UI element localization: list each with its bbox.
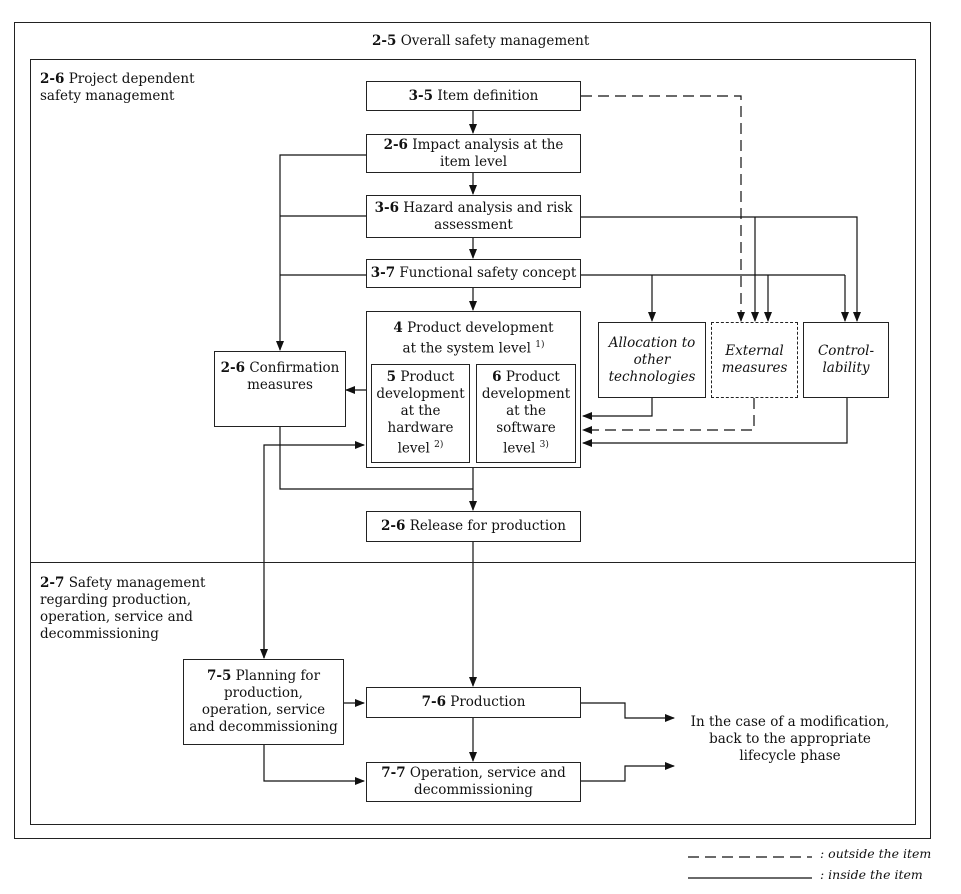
- controllability-box: Control- lability: [803, 322, 889, 398]
- production-section-title: 2-7 Safety management regarding producti…: [40, 575, 206, 642]
- hardware-development-box: 5 Product development at the hardware le…: [371, 364, 470, 463]
- overall-frame: [14, 22, 931, 839]
- legend-inside-item: : inside the item: [820, 867, 923, 882]
- allocation-other-technologies-box: Allocation to other technologies: [598, 322, 706, 398]
- external-measures-box: External measures: [711, 322, 798, 398]
- arrow-production-to-note: [581, 702, 675, 722]
- legend-outside-item: : outside the item: [820, 846, 932, 861]
- modification-note: In the case of a modification, back to t…: [690, 714, 890, 764]
- release-for-production-box: 2-6 Release for production: [366, 511, 581, 542]
- software-development-box: 6 Product development at the software le…: [476, 364, 576, 463]
- functional-safety-concept-box: 3-7 Functional safety concept: [366, 259, 581, 288]
- hazard-analysis-box: 3-6 Hazard analysis and risk assessment: [366, 195, 581, 238]
- dashed-external-to-productdev: [582, 398, 755, 434]
- line-impact-left: [276, 154, 366, 351]
- line-hazard-right: [581, 216, 861, 322]
- item-definition-box: 3-5 Item definition: [366, 81, 581, 111]
- operation-box: 7-7 Operation, service and decommissioni…: [366, 762, 581, 802]
- overall-title: 2-5 Overall safety management: [372, 33, 590, 49]
- production-box: 7-6 Production: [366, 687, 581, 718]
- project-title: 2-6 Project dependent safety management: [40, 71, 195, 104]
- arrow-planning-to-operation: [263, 745, 365, 785]
- planning-box: 7-5 Planning for production, operation, …: [183, 659, 344, 745]
- dashed-item-to-external: [581, 95, 745, 322]
- arrow-operation-to-note: [581, 762, 675, 782]
- confirmation-measures-box: 2-6 Confirmation measures: [214, 351, 346, 427]
- line-confirm-to-release: [279, 427, 473, 490]
- impact-analysis-box: 2-6 Impact analysis at the item level: [366, 134, 581, 173]
- arrow-alloc-to-productdev: [582, 398, 653, 420]
- arrow-to-productdev-left: [263, 441, 365, 658]
- production-frame: [30, 562, 916, 825]
- arrow-control-to-productdev: [582, 398, 848, 447]
